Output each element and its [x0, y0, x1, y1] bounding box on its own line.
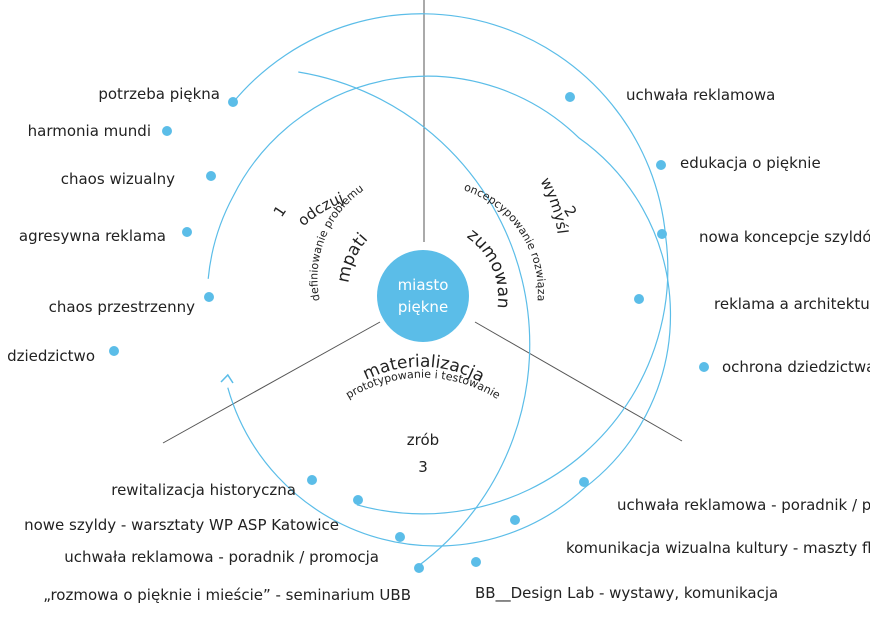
label-potrzeba: potrzeba piękna	[98, 85, 220, 103]
label-nowa-koncepcje: nowa koncepcje szyldów	[699, 228, 870, 246]
dot-chaos-przestrzenny	[204, 292, 214, 302]
section-2-sub: koncepcypowanie rozwiązań	[0, 0, 548, 302]
label-chaos-wizualny: chaos wizualny	[61, 170, 175, 188]
section-1-number: 1	[270, 202, 290, 220]
dot-bb-design-lab	[471, 557, 481, 567]
center-title-line2: piękne	[398, 298, 448, 316]
label-bb-design-lab: BB__Design Lab - wystawy, komunikacja	[475, 584, 778, 603]
dot-uchwala-reklamowa	[565, 92, 575, 102]
section-3-number: 3	[418, 458, 428, 476]
label-dziedzictwo: dziedzictwo	[7, 347, 95, 365]
divider-left	[162, 321, 381, 444]
dot-chaos-wizualny	[206, 171, 216, 181]
dot-uchwala-poradnik-left	[395, 532, 405, 542]
divider-right	[474, 321, 683, 442]
dot-edukacja	[656, 160, 666, 170]
label-rewitalizacja: rewitalizacja historyczna	[111, 481, 296, 499]
cycle-arrowhead-icon	[220, 373, 234, 384]
label-rozmowa: „rozmowa o pięknie i mieście” - seminari…	[43, 586, 411, 604]
label-reklama-architektura: reklama a architektura	[714, 295, 870, 313]
dot-nowe-szyldy	[353, 495, 363, 505]
dot-rozmowa	[414, 563, 424, 573]
middle-cycle-arc	[232, 13, 669, 515]
dot-uchwala-poradnik-right	[579, 477, 589, 487]
outer-cycle-arc	[298, 71, 531, 567]
section-2-verb: wymyśl	[537, 174, 572, 235]
center-circle	[377, 250, 469, 342]
label-komunikacja: komunikacja wizualna kultury - maszty fl…	[566, 539, 870, 557]
label-uchwala-poradnik-left: uchwała reklamowa - poradnik / promocja	[64, 548, 379, 566]
dot-agresywna	[182, 227, 192, 237]
dot-potrzeba	[228, 97, 238, 107]
label-agresywna: agresywna reklama	[19, 227, 166, 245]
label-edukacja: edukacja o pięknie	[680, 154, 821, 172]
label-uchwala-poradnik-right: uchwała reklamowa - poradnik / promocja	[617, 496, 870, 514]
center-title-line1: miasto	[398, 276, 449, 294]
label-nowe-szyldy: nowe szyldy - warsztaty WP ASP Katowice	[24, 516, 339, 534]
dot-nowa-koncepcje	[657, 229, 667, 239]
label-ochrona: ochrona dziedzictwa	[722, 358, 870, 376]
dot-harmonia	[162, 126, 172, 136]
dot-ochrona	[699, 362, 709, 372]
dot-komunikacja	[510, 515, 520, 525]
section-3-verb: zrób	[407, 431, 439, 449]
label-harmonia: harmonia mundi	[28, 122, 151, 140]
inner-cycle-arc	[207, 75, 672, 547]
dot-rewitalizacja	[307, 475, 317, 485]
dot-dziedzictwo	[109, 346, 119, 356]
label-chaos-przestrzenny: chaos przestrzenny	[49, 298, 195, 316]
label-uchwala-reklamowa: uchwała reklamowa	[626, 86, 775, 104]
dot-reklama-architektura	[634, 294, 644, 304]
